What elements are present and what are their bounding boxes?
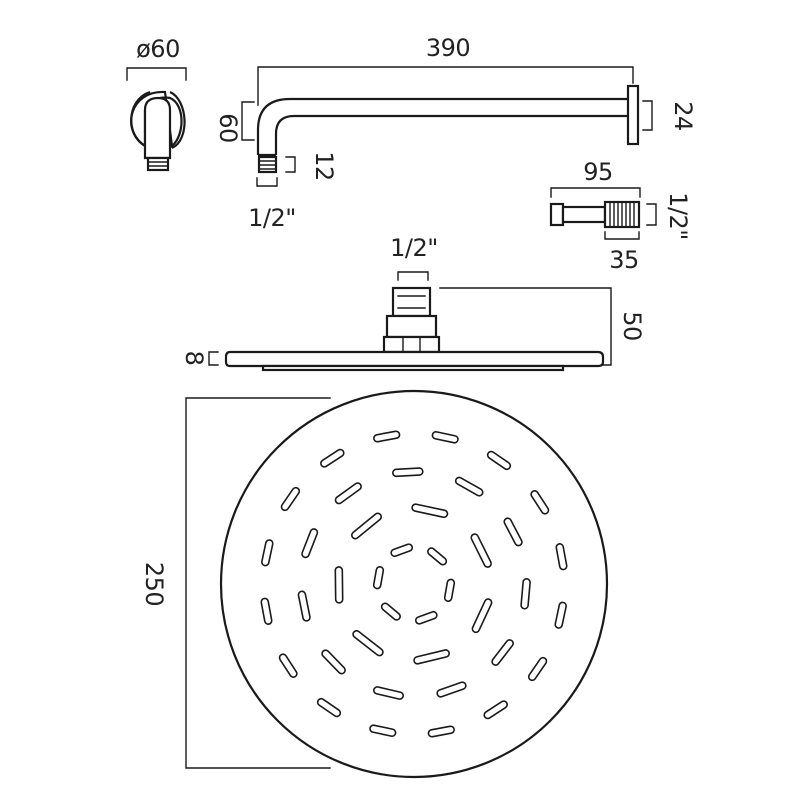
nozzle-slot: [503, 517, 523, 547]
nozzle-slot: [280, 486, 301, 512]
extension-length-label: 95: [583, 158, 613, 186]
nozzle-slot: [334, 566, 344, 604]
nozzle-slot: [527, 656, 548, 682]
nozzle-slot: [369, 724, 397, 737]
head-thickness-label: 8: [180, 351, 208, 366]
nozzle-slot: [520, 578, 531, 610]
nozzle-slot: [316, 697, 342, 718]
nozzle-slot: [261, 539, 274, 567]
arm-length-label: 390: [426, 34, 470, 62]
nozzle-slot: [321, 649, 346, 675]
extension-thread: [609, 201, 635, 228]
wall-flange-view: ø60: [126, 35, 187, 172]
nozzle-slot: [380, 602, 401, 621]
arm-drop-label: 60: [214, 113, 242, 143]
flange-diameter-label: ø60: [136, 35, 180, 63]
nozzle-slot: [411, 503, 449, 519]
nozzle-slot: [334, 482, 362, 505]
arm-flange-label: 24: [669, 101, 697, 131]
head-face-outline: [219, 389, 609, 779]
head-height-label: 50: [618, 311, 646, 341]
nozzle-slot: [530, 490, 550, 515]
shower-arm-view: 390 60 24 12 1/2": [214, 34, 697, 232]
arm-thread-size-label: 1/2": [248, 204, 296, 232]
nozzle-slot: [373, 430, 401, 443]
nozzle-slot: [350, 512, 383, 540]
arm-thread-length-label: 12: [310, 151, 338, 181]
nozzle-slot: [427, 725, 455, 738]
extension-thread-size-label: 1/2": [664, 192, 692, 240]
nozzle-slot: [414, 610, 438, 625]
nozzle-slot: [320, 448, 345, 468]
nozzle-slot: [483, 700, 508, 720]
nozzle-slot: [491, 639, 514, 666]
nozzle-slot: [443, 578, 456, 602]
nozzle-slot: [554, 601, 567, 629]
nozzle-slot: [392, 467, 424, 478]
nozzle-slot: [486, 450, 512, 471]
nozzle-slot: [260, 597, 273, 625]
nozzle-slot: [301, 528, 319, 559]
nozzle-slot: [373, 686, 404, 700]
head-diameter-label: 250: [140, 562, 168, 606]
nozzle-slot: [427, 547, 448, 566]
nozzle-slot: [352, 629, 384, 657]
nozzle-pattern: [260, 430, 568, 738]
nozzle-slot: [454, 476, 484, 497]
nozzle-slot: [436, 681, 467, 698]
nozzle-slot: [297, 590, 311, 622]
nozzle-slot: [470, 533, 492, 568]
extension-thread-length-label: 35: [609, 246, 639, 274]
nozzle-slot: [555, 543, 568, 571]
nozzle-slot: [278, 653, 298, 678]
nozzle-slot: [413, 649, 450, 665]
nozzle-slot: [431, 431, 459, 444]
nozzle-slot: [372, 566, 385, 590]
shower-head-face-view: 250: [140, 389, 609, 779]
nozzle-slot: [390, 543, 414, 558]
shower-head-side-view: 1/2" 50 8: [180, 234, 646, 372]
nozzle-slot: [471, 598, 493, 634]
head-inlet-size-label: 1/2": [390, 234, 438, 262]
extension-view: 95 1/2" 35: [549, 158, 692, 274]
